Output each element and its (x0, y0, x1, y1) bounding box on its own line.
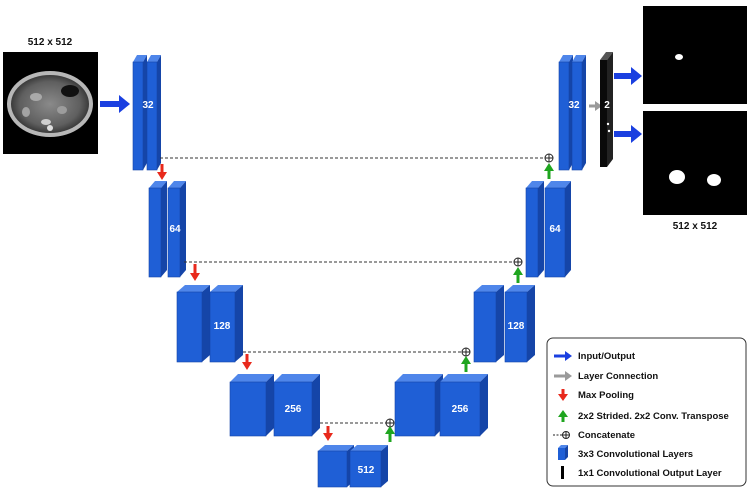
output-mask-top (643, 6, 747, 104)
legend-item-concatenate: Concatenate (553, 430, 635, 441)
upconv-arrows (385, 163, 554, 442)
legend-label-layer-connection: Layer Connection (578, 371, 658, 382)
input-ct-image (3, 52, 98, 154)
encoder-128-label: 128 (214, 321, 231, 332)
red-down-arrow-icon (323, 426, 333, 441)
concatenate-icon (461, 347, 471, 357)
output-size-label: 512 x 512 (673, 221, 718, 232)
encoder-block-64: 64 (148, 181, 186, 278)
decoder-32-label: 32 (568, 100, 580, 111)
decoder-block-32: 32 (558, 55, 586, 171)
legend-label-conv-transpose: 2x2 Strided. 2x2 Conv. Transpose (578, 411, 729, 422)
blue-arrow-icon (554, 351, 572, 361)
output-layer-block: 2 (600, 52, 613, 167)
concatenate-icons (385, 153, 554, 428)
red-down-arrow-icon (558, 389, 568, 401)
encoder-256-label: 256 (285, 404, 302, 415)
legend-label-output-layer: 1x1 Convolutional Output Layer (578, 468, 722, 479)
decoder-block-256: 256 (394, 374, 488, 437)
max-pooling-arrows (157, 164, 333, 441)
legend-item-max-pooling: Max Pooling (558, 389, 634, 401)
red-down-arrow-icon (157, 164, 167, 180)
concatenate-icon (544, 153, 554, 163)
legend-item-output-layer: 1x1 Convolutional Output Layer (561, 466, 722, 479)
encoder-block-128: 128 (176, 285, 243, 363)
legend-label-max-pooling: Max Pooling (578, 390, 634, 401)
decoder-block-128: 128 (473, 285, 535, 363)
legend-label-input-output: Input/Output (578, 351, 636, 362)
output-arrow-icon (614, 125, 642, 143)
legend-item-conv-transpose: 2x2 Strided. 2x2 Conv. Transpose (558, 410, 729, 422)
concatenate-icon (553, 431, 570, 439)
encoder-block-32: 32 (132, 55, 161, 171)
conv-block-icon (558, 445, 568, 460)
legend-label-conv-layers: 3x3 Convolutional Layers (578, 449, 693, 460)
encoder-32-label: 32 (142, 100, 154, 111)
decoder-128-label: 128 (508, 321, 525, 332)
output-channels-label: 2 (604, 100, 610, 111)
skip-connections (160, 157, 545, 424)
legend: Input/Output Layer Connection Max Poolin… (546, 337, 747, 487)
gray-arrow-icon (589, 101, 602, 111)
decoder-block-64: 64 (525, 181, 571, 278)
output-arrow-icon (614, 67, 642, 85)
decoder-64-label: 64 (549, 224, 561, 235)
green-up-arrow-icon (461, 356, 471, 372)
red-down-arrow-icon (242, 354, 252, 370)
concatenate-icon (513, 257, 523, 267)
legend-item-input-output: Input/Output (554, 351, 636, 362)
green-up-arrow-icon (544, 163, 554, 179)
encoder-block-256: 256 (229, 374, 320, 437)
green-up-arrow-icon (513, 267, 523, 283)
input-size-label: 512 x 512 (28, 37, 73, 48)
legend-item-layer-connection: Layer Connection (554, 371, 658, 382)
gray-arrow-icon (554, 371, 572, 381)
bottleneck-512-label: 512 (358, 465, 375, 476)
output-mask-bottom (643, 111, 747, 215)
concatenate-icon (385, 418, 395, 428)
encoder-64-label: 64 (169, 224, 181, 235)
legend-item-conv-layers: 3x3 Convolutional Layers (558, 445, 693, 460)
red-down-arrow-icon (190, 264, 200, 281)
green-up-arrow-icon (385, 426, 395, 442)
green-up-arrow-icon (558, 410, 568, 422)
output-layer-icon (561, 466, 564, 479)
decoder-256-label: 256 (452, 404, 469, 415)
legend-label-concatenate: Concatenate (578, 430, 635, 441)
bottleneck-block-512: 512 (317, 445, 388, 488)
input-arrow-icon (100, 95, 130, 113)
